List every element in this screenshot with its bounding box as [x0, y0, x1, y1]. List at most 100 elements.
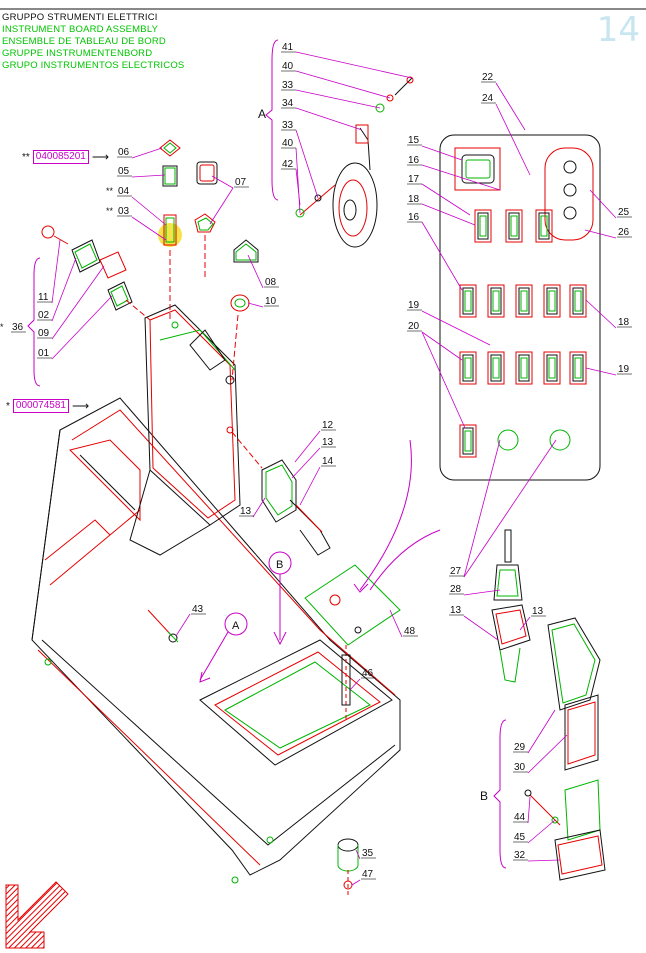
part-label-p18b: 18 — [618, 317, 630, 328]
ref-code-1-mark: ** — [22, 151, 30, 163]
part-label-p02: 02 — [38, 310, 50, 321]
leader-line — [421, 331, 463, 361]
arrow-right-icon: ⟶ — [91, 150, 110, 164]
ignition-key-assembly — [41, 225, 151, 321]
part-label-p47: 47 — [362, 869, 374, 880]
rocker-switch — [459, 424, 477, 458]
console-base — [31, 397, 401, 884]
rocker-switch — [487, 284, 505, 318]
leader-line — [349, 678, 361, 691]
leader-line — [131, 196, 167, 226]
assembly-letter-a-top: A — [258, 107, 266, 121]
part-label-p33a: 33 — [282, 80, 294, 91]
indicator-lamp-group — [158, 139, 218, 320]
bracket-b — [493, 719, 507, 869]
part-label-p09: 09 — [38, 328, 50, 339]
part-label-p13c: 13 — [450, 605, 462, 616]
leader-line — [294, 430, 321, 463]
part-label-p43: 43 — [192, 604, 204, 615]
title-english: INSTRUMENT BOARD ASSEMBLY — [2, 24, 159, 35]
rocker-switch — [543, 284, 561, 318]
leader-line — [463, 589, 501, 596]
rocker-switch — [505, 209, 523, 243]
leader-line — [463, 615, 499, 641]
part-label-p12: 12 — [322, 420, 334, 431]
label-marker-p03: ** — [106, 206, 114, 216]
title-german: GRUPPE INSTRUMENTENBORD — [2, 48, 153, 59]
leader-line — [295, 107, 363, 131]
part-label-p34: 34 — [282, 98, 294, 109]
ref-code-2[interactable]: * 000074581 ⟶ — [6, 399, 89, 413]
rocker-switch — [474, 209, 492, 243]
part-label-p40a: 40 — [282, 61, 294, 72]
part-label-p25: 25 — [618, 207, 630, 218]
title-spanish: GRUPO INSTRUMENTOS ELECTRICOS — [2, 60, 185, 71]
leader-line — [421, 164, 501, 191]
rocker-switch — [459, 351, 477, 385]
leader-line — [247, 254, 264, 289]
part-label-p35: 35 — [362, 848, 374, 859]
leader-line — [421, 203, 476, 226]
leader-line — [295, 129, 319, 199]
rocker-switches — [459, 209, 587, 458]
leader-line — [421, 310, 491, 346]
part-label-p05: 05 — [118, 166, 130, 177]
leader-lines — [51, 51, 617, 886]
rocker-switch — [515, 351, 533, 385]
leader-line — [209, 187, 234, 225]
part-label-p45: 45 — [514, 832, 526, 843]
leader-line — [527, 734, 568, 774]
rocker-switch — [487, 351, 505, 385]
leader-line — [252, 497, 266, 518]
part-label-p17: 17 — [408, 174, 420, 185]
leader-line — [584, 229, 617, 239]
leader-line — [131, 147, 163, 159]
horn-assembly — [295, 76, 414, 248]
title-french: ENSEMBLE DE TABLEAU DE BORD — [2, 36, 166, 47]
bushing-35-47 — [337, 838, 359, 895]
arrow-right-icon: ⟶ — [71, 399, 90, 413]
leader-line — [421, 145, 463, 161]
leader-line — [585, 299, 617, 329]
page-number: 14 — [596, 10, 640, 50]
button-caps — [230, 239, 259, 381]
leader-line — [131, 174, 166, 178]
leader-line — [211, 175, 234, 189]
leader-line — [463, 439, 557, 578]
part-label-p28: 28 — [450, 584, 462, 595]
panel-callout-curve — [359, 439, 412, 591]
part-label-p13b: 13 — [240, 506, 252, 517]
assembly-letter-b-side: B — [480, 789, 488, 803]
label-marker-p36: * — [0, 322, 4, 332]
leader-line — [295, 168, 301, 206]
rocker-switch — [515, 284, 533, 318]
part-label-p16a: 16 — [408, 155, 420, 166]
leader-line — [519, 616, 531, 631]
part-label-p18a: 18 — [408, 194, 420, 205]
part-label-p22: 22 — [482, 72, 494, 83]
part-label-p24: 24 — [482, 93, 494, 104]
leader-line — [495, 103, 531, 176]
leader-line — [351, 879, 361, 886]
leader-line — [421, 183, 471, 216]
leader-line — [495, 82, 526, 131]
assembly-letter-b-bubble: B — [276, 559, 283, 571]
leader-line — [247, 302, 264, 308]
ref-code-1[interactable]: ** 040085201 ⟶ — [22, 150, 109, 164]
bracket-a-top — [265, 39, 279, 201]
rocker-switch — [535, 209, 553, 243]
ref-code-1-value: 040085201 — [32, 150, 89, 164]
steering-column-housing — [129, 304, 241, 556]
leader-line — [51, 295, 113, 360]
part-label-p27: 27 — [450, 566, 462, 577]
part-label-p26: 26 — [618, 227, 630, 238]
rocker-switch — [459, 284, 477, 318]
part-label-p07: 07 — [235, 177, 247, 188]
highlight-circle — [158, 223, 182, 247]
leader-line — [295, 70, 391, 99]
part-label-p42: 42 — [282, 159, 294, 170]
leader-line — [527, 859, 561, 862]
